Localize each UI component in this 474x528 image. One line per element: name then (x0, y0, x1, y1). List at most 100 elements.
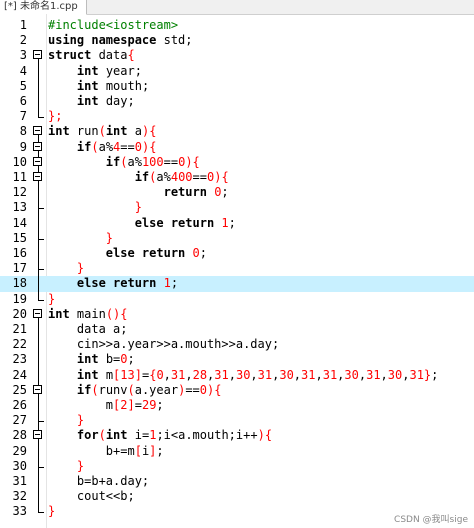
code-text: } (48, 413, 84, 428)
code-token (48, 261, 77, 275)
code-token: struct (48, 48, 92, 63)
code-line[interactable]: 25 if(runv(a.year)==0){ (0, 382, 474, 398)
code-line[interactable]: 15 } (0, 230, 474, 246)
fold-collapse-icon[interactable] (33, 382, 44, 398)
code-token: , (337, 367, 345, 382)
code-text: struct data{ (48, 48, 135, 63)
line-number: 11 (12, 170, 27, 184)
code-line[interactable]: 28 for(int i=1;i<a.mouth;i++){ (0, 428, 474, 444)
line-number: 26 (12, 398, 27, 412)
code-line[interactable]: 9 if(a%4==0){ (0, 139, 474, 155)
code-line[interactable]: 33} (0, 504, 474, 519)
line-number: 5 (19, 78, 27, 93)
code-token: { (221, 170, 229, 184)
code-token: ) (141, 124, 150, 139)
code-line[interactable]: 32 cout<<b; (0, 489, 474, 505)
code-token (156, 276, 163, 290)
fold-collapse-icon[interactable] (33, 170, 44, 186)
code-token: == (120, 139, 135, 154)
tab-file[interactable]: [*] 未命名1.cpp (0, 0, 87, 15)
code-token: if (76, 139, 92, 154)
code-line[interactable]: 24 int m[13]={0,31,28,31,30,31,30,31,31,… (0, 367, 474, 383)
line-number: 1 (19, 18, 27, 32)
code-token: ( (98, 428, 106, 443)
fold-collapse-icon[interactable] (33, 124, 44, 140)
code-line[interactable]: 13 } (0, 200, 474, 216)
code-token (48, 276, 77, 290)
code-text: int run(int a){ (48, 124, 156, 139)
code-token: i= (127, 428, 150, 443)
code-line[interactable]: 16 else return 0; (0, 246, 474, 262)
fold-end-icon (33, 458, 44, 474)
code-line[interactable]: 11 if(a%400==0){ (0, 170, 474, 186)
code-line[interactable]: 21 data a; (0, 322, 474, 338)
code-token: 400 (170, 170, 193, 184)
code-token: 30 (235, 367, 251, 382)
code-text: return 0; (48, 185, 229, 200)
code-token: int (48, 306, 70, 321)
code-token: [ (113, 398, 121, 412)
code-line[interactable]: 27 } (0, 413, 474, 429)
code-token: ) (185, 154, 193, 169)
code-line[interactable]: 4 int year; (0, 63, 474, 79)
code-line[interactable]: 14 else return 1; (0, 215, 474, 231)
code-token: { (149, 139, 157, 154)
code-text: } (48, 292, 55, 307)
code-line[interactable]: 22 cin>>a.year>>a.mouth>>a.day; (0, 337, 474, 353)
code-token: } (76, 458, 85, 473)
code-token: for (76, 428, 99, 443)
code-token: ; (156, 398, 164, 412)
code-line[interactable]: 5 int mouth; (0, 78, 474, 94)
code-token: , (380, 367, 388, 382)
code-token: { (120, 306, 128, 321)
code-line[interactable]: 19} (0, 291, 474, 307)
fold-end-icon (33, 504, 44, 519)
code-line[interactable]: 18 else return 1; (0, 276, 474, 292)
code-token: ( (149, 170, 157, 184)
line-number: 19 (12, 291, 27, 306)
code-line[interactable]: 7}; (0, 109, 474, 124)
code-line[interactable]: 10 if(a%100==0){ (0, 154, 474, 170)
code-token: 13 (120, 367, 135, 382)
code-token: } (134, 200, 142, 215)
code-token: { (214, 382, 222, 397)
code-token: ] (127, 398, 135, 412)
code-line[interactable]: 12 return 0; (0, 185, 474, 201)
tab-bar: [*] 未命名1.cpp (0, 0, 474, 15)
fold-collapse-icon[interactable] (33, 307, 44, 322)
code-token: cout<<b; (48, 489, 135, 504)
code-token: ] (134, 367, 142, 382)
line-number: 14 (12, 215, 27, 230)
code-token: = (134, 398, 142, 412)
code-line[interactable]: 30 } (0, 458, 474, 474)
line-number: 25 (12, 382, 27, 397)
line-number: 12 (12, 185, 27, 200)
code-token: 0 (156, 367, 164, 382)
code-text: }; (48, 109, 62, 124)
fold-line-icon (33, 337, 44, 353)
line-number: 3 (19, 48, 27, 63)
code-line[interactable]: 6 int day; (0, 94, 474, 110)
fold-collapse-icon[interactable] (33, 154, 44, 170)
code-token: mouth; (98, 78, 150, 93)
code-token: ) (214, 170, 222, 184)
code-token: } (48, 291, 56, 306)
code-line[interactable]: 3 struct data{ (0, 48, 474, 64)
code-line[interactable]: 31 b=b+a.day; (0, 474, 474, 490)
code-line[interactable]: 23 int b=0; (0, 352, 474, 368)
line-number: 21 (12, 322, 27, 336)
code-token: , (250, 367, 258, 382)
code-line[interactable]: 29 b+=m[i]; (0, 443, 474, 459)
fold-collapse-icon[interactable] (33, 139, 44, 155)
code-line[interactable]: 17 } (0, 261, 474, 277)
code-line[interactable]: 26 m[2]=29; (0, 398, 474, 414)
fold-collapse-icon[interactable] (33, 48, 44, 64)
code-token: if (134, 170, 150, 184)
code-line[interactable]: 1#include<iostream> (0, 18, 474, 33)
fold-collapse-icon[interactable] (33, 428, 44, 444)
code-token: 0 (178, 154, 186, 169)
